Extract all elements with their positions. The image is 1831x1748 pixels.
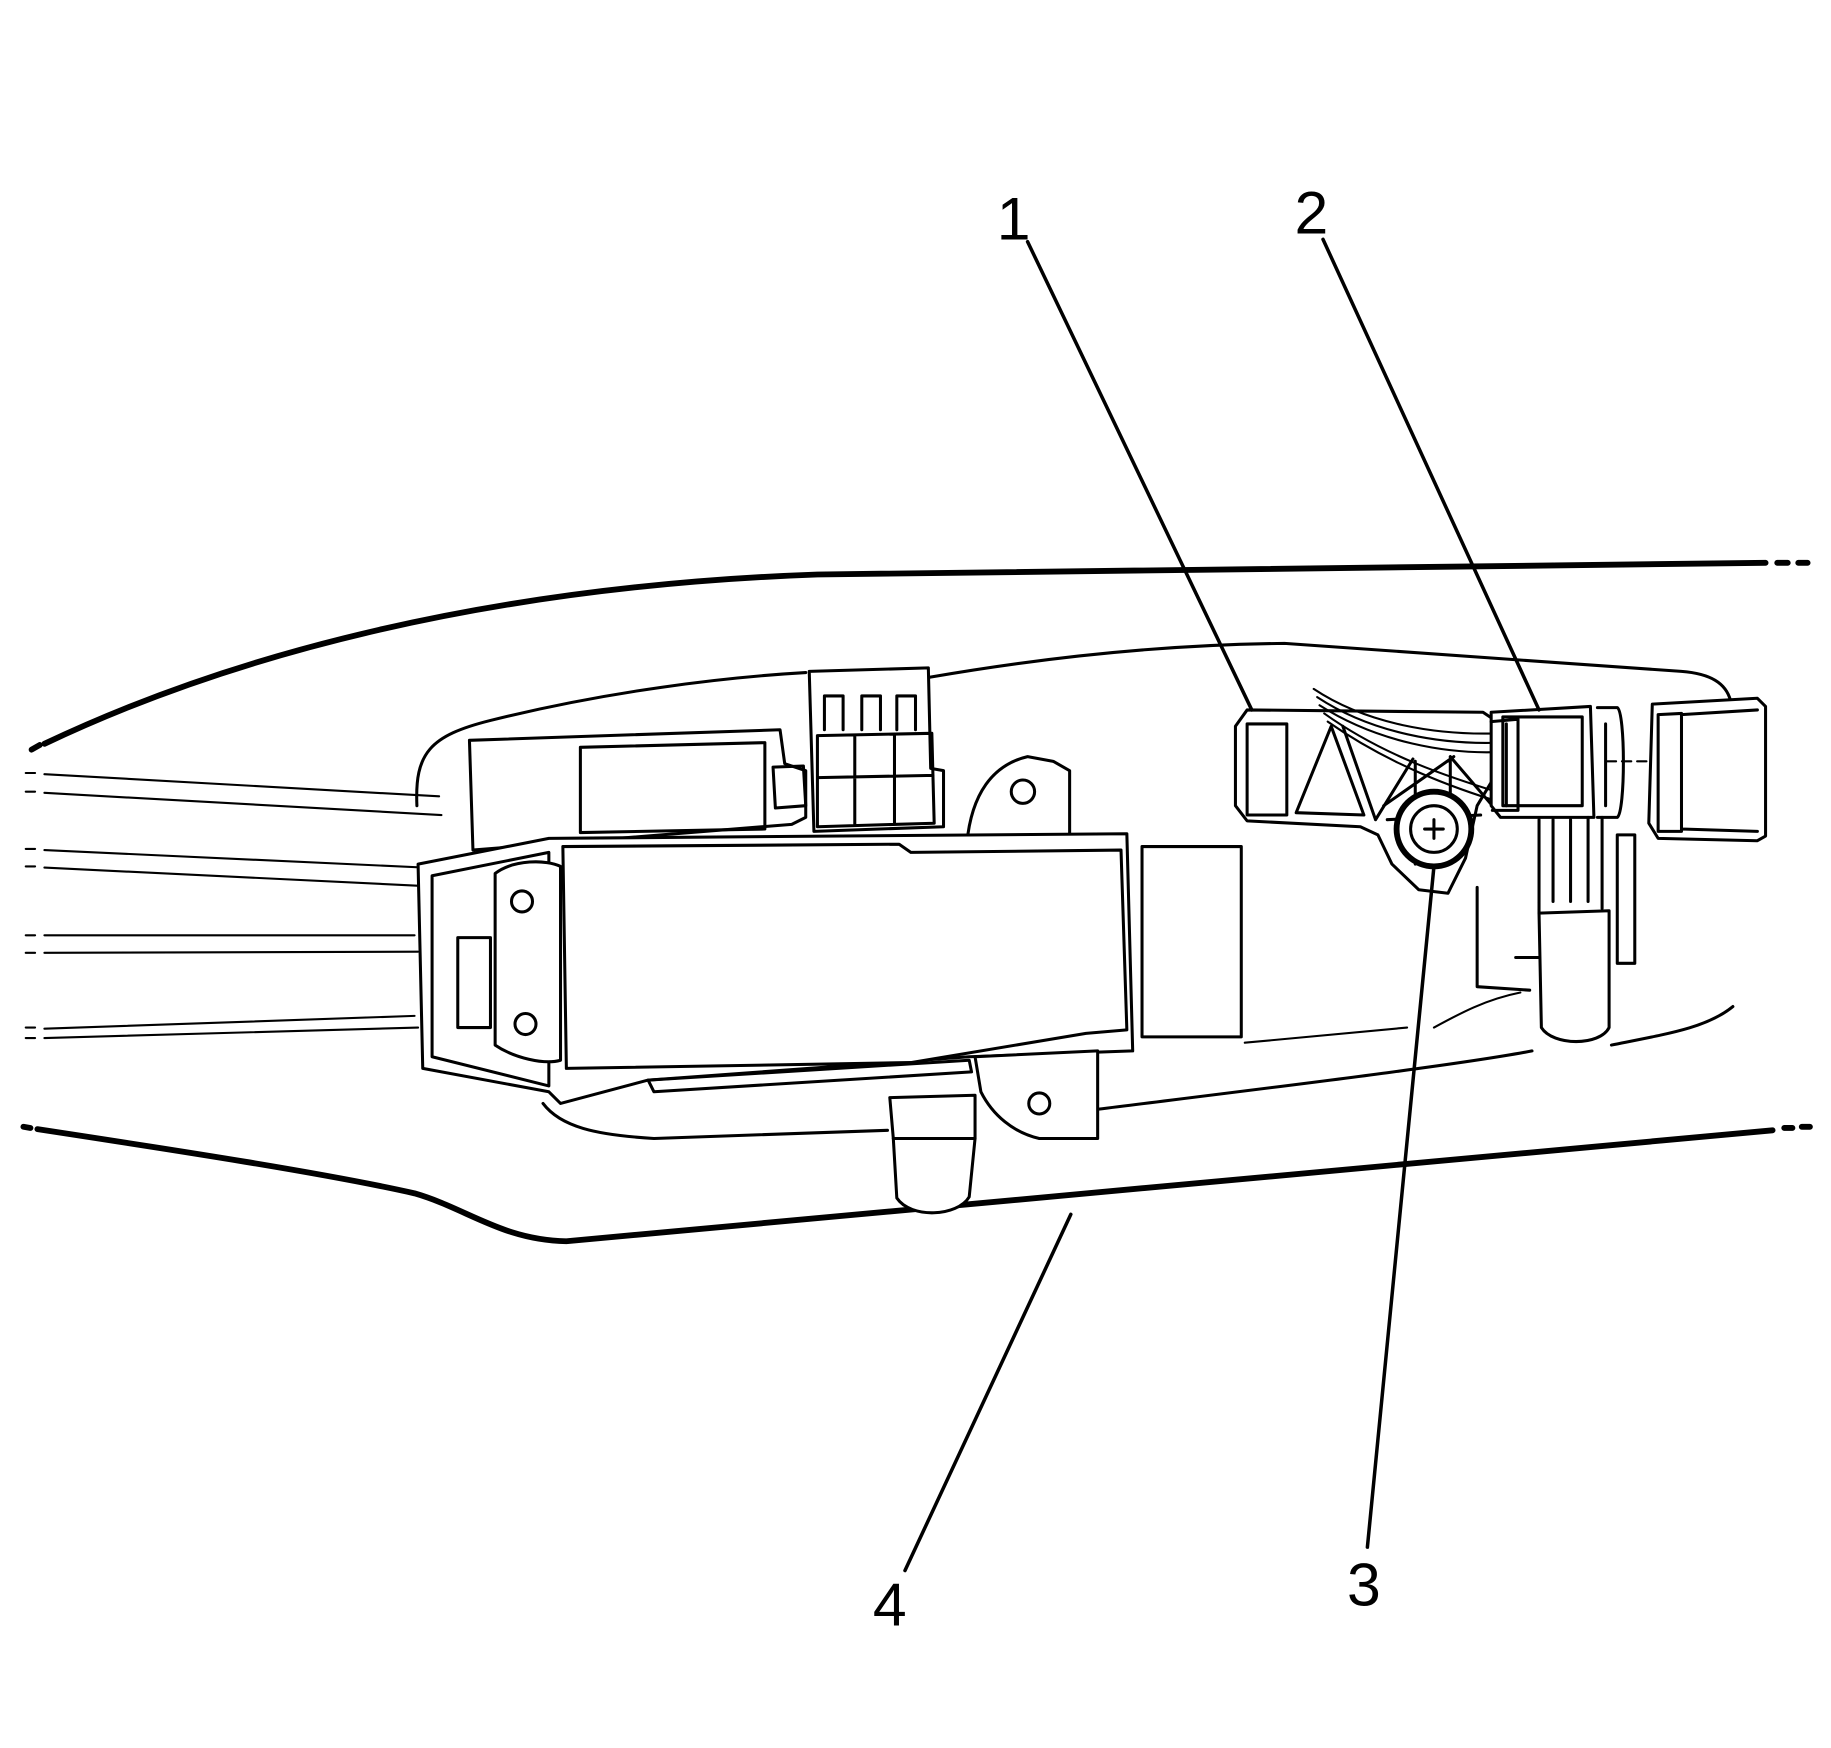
side-module (1140, 845, 1243, 1039)
leader-line-3 (1365, 864, 1436, 1549)
main-module-base-rail (646, 1058, 974, 1094)
wire-left-4 (24, 865, 455, 889)
top-connector-grid (815, 731, 936, 829)
wire-right-2 (1316, 696, 1502, 744)
far-right-connector (1647, 696, 1768, 843)
plate-slot (456, 936, 492, 1030)
lower-bracket-hole (1027, 1091, 1052, 1116)
leader-line-1 (1025, 239, 1254, 712)
screw-cross-icon (1423, 818, 1445, 840)
inner-housing-bottom-left (541, 1101, 889, 1140)
upper-left-module (467, 728, 808, 852)
wire-right-3 (1318, 704, 1502, 754)
wire-left-7 (24, 1014, 416, 1030)
main-module-plate (493, 860, 563, 1064)
top-connector-slots (822, 694, 918, 732)
lower-bulb-body (888, 1093, 977, 1215)
wire-left-8 (24, 1026, 420, 1040)
lower-mount-bracket (973, 1049, 1100, 1140)
main-module (416, 832, 1243, 1105)
item-2-latch (1595, 706, 1625, 819)
callout-labels: 1 2 3 4 (873, 179, 1381, 1639)
wire-left-1 (24, 771, 441, 798)
item-1-rib-triangle-2 (1341, 724, 1415, 822)
housing-bottom-dash-right (1781, 1123, 1813, 1131)
right-lower-bracket (1475, 885, 1541, 992)
item-2-terminals (1489, 717, 1520, 812)
upper-mount-bracket (965, 755, 1072, 845)
plate-hole-upper (509, 889, 535, 914)
right-support-ribs (1537, 815, 1604, 915)
housing-bottom-dash-left (20, 1123, 34, 1131)
main-module-frame-inner (430, 850, 551, 1088)
right-bulb-body (1537, 909, 1611, 1044)
housing-top-dash-left (28, 742, 43, 753)
inner-housing-top-right (927, 641, 1733, 703)
inner-housing-bottom-right (1609, 1005, 1735, 1047)
callout-label-2: 2 (1294, 179, 1328, 247)
lower-bulb-socket (888, 1093, 977, 1215)
inner-housing (415, 641, 1735, 1140)
inner-housing-top-left (415, 671, 808, 808)
housing-bottom-edge (34, 1126, 1776, 1245)
wire-left-2 (24, 790, 443, 817)
wire-right-5 (1326, 720, 1506, 805)
right-bulb-socket (1475, 815, 1637, 1044)
item-2-connector (1489, 704, 1650, 819)
callout-leaders (903, 237, 1541, 1573)
far-right-connector-inner (1656, 708, 1759, 833)
right-support-bar (1615, 833, 1637, 965)
wire-right-4 (1323, 712, 1506, 796)
wire-left-3 (24, 847, 451, 870)
wire-right-1 (1312, 687, 1502, 735)
item-1-window (1245, 722, 1289, 817)
callout-label-3: 3 (1347, 1551, 1381, 1619)
wire-bundle-right (1312, 687, 1506, 805)
leader-line-4 (903, 1212, 1073, 1573)
main-module-box (561, 842, 1129, 1070)
top-center-connector (807, 666, 946, 833)
item-2-inner (1501, 715, 1584, 808)
top-connector-body (807, 666, 946, 833)
callout-label-1: 1 (997, 184, 1031, 252)
wire-harness-left (24, 771, 455, 1040)
plate-hole-lower (513, 1012, 538, 1037)
inner-housing-bottom-mid (1096, 1049, 1534, 1111)
wire-left-6 (24, 950, 420, 954)
upper-left-module-tab (771, 764, 808, 810)
outer-housing (20, 559, 1813, 1245)
housing-top-edge (41, 559, 1769, 747)
upper-left-module-window (578, 741, 767, 835)
upper-bracket-hole (1009, 778, 1037, 805)
inner-housing-floor-line (1243, 991, 1522, 1044)
upper-bracket-body (965, 755, 1072, 845)
item-1-rib-triangle-1 (1294, 724, 1366, 817)
leader-line-2 (1321, 237, 1541, 712)
callout-label-4: 4 (873, 1570, 907, 1638)
far-right-connector-body (1647, 696, 1768, 843)
screw-head (1409, 804, 1459, 854)
item-3-screw (1393, 788, 1475, 870)
